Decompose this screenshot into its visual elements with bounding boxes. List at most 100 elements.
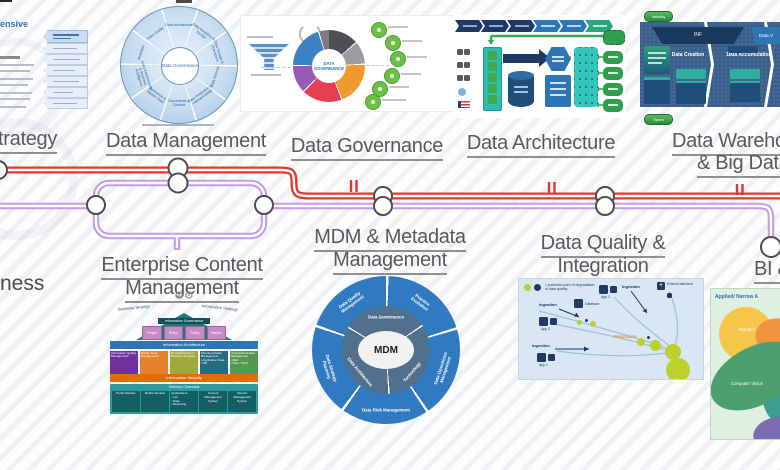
label-data-management: Data Management bbox=[106, 130, 266, 156]
data-accumulation-label: Data Accumulation bbox=[726, 52, 772, 58]
ecm-pink-box: Policy bbox=[185, 326, 205, 340]
dashed-connector bbox=[261, 67, 291, 68]
thumbnail-data-strategy: ensive bbox=[0, 10, 95, 120]
ecm-delivery: Delivery Channels Portal Website Mobile … bbox=[110, 383, 258, 414]
ecm-pillar: Structured Data Management • Application… bbox=[199, 350, 229, 374]
text-line bbox=[0, 106, 26, 108]
ecm-channel: Record Management System bbox=[228, 391, 256, 412]
mdm-center-label: MDM bbox=[374, 344, 398, 356]
app-icon bbox=[548, 354, 555, 361]
text-line bbox=[0, 98, 30, 100]
panel-box bbox=[676, 81, 706, 104]
panel-box bbox=[730, 69, 760, 79]
label-bi: BI & bbox=[754, 258, 780, 284]
text-line bbox=[0, 92, 32, 94]
flow-arrow-head bbox=[539, 49, 550, 67]
quality-point bbox=[650, 340, 661, 351]
label-dq-line1: Data Quality & bbox=[513, 232, 693, 258]
red-line bbox=[0, 166, 780, 200]
thumbnail-data-management: Data Governance Data Architecture Data M… bbox=[120, 6, 238, 126]
dashed-connector bbox=[367, 65, 389, 66]
source-icon bbox=[457, 49, 463, 55]
inf-trapezoid: INF bbox=[652, 27, 744, 44]
quality-dot bbox=[585, 319, 588, 322]
process-chevron bbox=[455, 20, 483, 32]
ecm-pink-box: Roles bbox=[163, 326, 183, 340]
source-icon bbox=[464, 49, 470, 55]
strategy-heading: ensive bbox=[0, 19, 29, 29]
cutoff-mark bbox=[0, 0, 12, 2]
dq-legend: = potential point of degradation of data… bbox=[545, 283, 595, 292]
source-icon bbox=[457, 62, 463, 68]
label-mdm-line1: MDM & Metadata bbox=[300, 226, 480, 252]
label-business: ness bbox=[0, 272, 45, 295]
dq-ingestion-label: Ingestion bbox=[539, 302, 557, 307]
ingestion-bar bbox=[483, 47, 502, 111]
label-data-strategy: trategy bbox=[0, 128, 57, 154]
ecm-pink-row: People Roles Policy Metrics bbox=[142, 326, 226, 340]
datav-trapezoid: Data V bbox=[750, 27, 780, 44]
plus-icon: + bbox=[657, 282, 665, 290]
panel-box bbox=[730, 81, 760, 102]
ecm-pink-box: People bbox=[142, 326, 162, 340]
quality-point bbox=[590, 321, 596, 327]
label-data-architecture: Data Architecture bbox=[461, 132, 621, 158]
globe-icon bbox=[458, 88, 466, 96]
process-chevron bbox=[559, 20, 587, 32]
strategy-banner bbox=[44, 97, 88, 109]
legend-dot-yellow bbox=[524, 284, 531, 291]
source-icon bbox=[464, 62, 470, 68]
warehouse-panel: INF Data V Data Creation Data Accumulati… bbox=[640, 22, 780, 107]
dq-ingestion-label: Ingestion bbox=[622, 284, 640, 289]
quality-dot bbox=[647, 336, 650, 339]
process-step-icon bbox=[365, 94, 381, 110]
process-step-icon bbox=[385, 35, 401, 51]
app-icon bbox=[537, 353, 546, 362]
target-box bbox=[603, 51, 623, 64]
teal-hub-box bbox=[574, 47, 598, 107]
ecm-channel: Content Management System bbox=[199, 391, 227, 412]
text-line bbox=[0, 78, 33, 80]
dq-app3-label: App 3 bbox=[601, 295, 610, 299]
venn-robotics-label: Robotics bbox=[738, 327, 756, 332]
wheel-segment-label: Data Architecture bbox=[165, 23, 193, 28]
ecm-channel: Mobile Devices bbox=[141, 391, 169, 412]
mdm-inner-ring bbox=[342, 306, 430, 394]
source-icon bbox=[457, 75, 463, 81]
thumbnail-data-warehouse: Velocity Spark INF Data V Data Creation … bbox=[638, 8, 780, 128]
dq-app1-label: App 1 bbox=[539, 363, 548, 367]
ecm-pillar: Information Quality Management bbox=[110, 350, 139, 374]
text-line bbox=[0, 56, 20, 59]
label-ecm-line1: Enterprise Content bbox=[92, 254, 272, 280]
target-box bbox=[603, 30, 625, 45]
dq-database-label: Database bbox=[585, 302, 600, 306]
ecm-pillar: Master Data Management bbox=[139, 350, 169, 374]
thumbnail-mdm: MDM Data Quality Management Practice Evo… bbox=[312, 276, 460, 424]
dama-wheel: Data Governance Data Architecture Data M… bbox=[120, 6, 238, 124]
legend-dot-navy bbox=[534, 284, 541, 291]
data-creation-label: Data Creation bbox=[671, 52, 705, 58]
thumbnail-data-governance: DATA GOVERNANCE bbox=[240, 15, 457, 112]
label-data-warehouse-line1: Data Wareho bbox=[672, 130, 780, 156]
ecm-pillar: BI, Dashboards & Business Analytics bbox=[169, 350, 199, 374]
process-chevron bbox=[533, 20, 561, 32]
red-line-ticks bbox=[349, 180, 744, 195]
ecm-channel: Applications • List • Data • Reporting bbox=[170, 391, 198, 412]
flow-arrow bbox=[503, 54, 539, 63]
app-icon bbox=[610, 286, 617, 293]
label-ecm-line2: Management bbox=[92, 277, 272, 303]
ecm-security-band: Information Security bbox=[110, 374, 258, 382]
app-icon bbox=[550, 318, 557, 325]
text-line bbox=[0, 64, 34, 66]
process-chevron bbox=[507, 20, 535, 32]
cutoff-mark bbox=[176, 0, 192, 3]
label-mdm-line2: Management bbox=[300, 249, 480, 275]
wheel-caption bbox=[142, 124, 214, 126]
gears-icon: ⚙⚙ bbox=[174, 290, 194, 302]
dq-integration-label: Integration bbox=[613, 334, 637, 339]
step-caption bbox=[407, 56, 427, 58]
ecm-governance-band: Information Governance bbox=[158, 318, 210, 324]
step-caption bbox=[402, 40, 422, 42]
panel-box bbox=[676, 69, 706, 79]
